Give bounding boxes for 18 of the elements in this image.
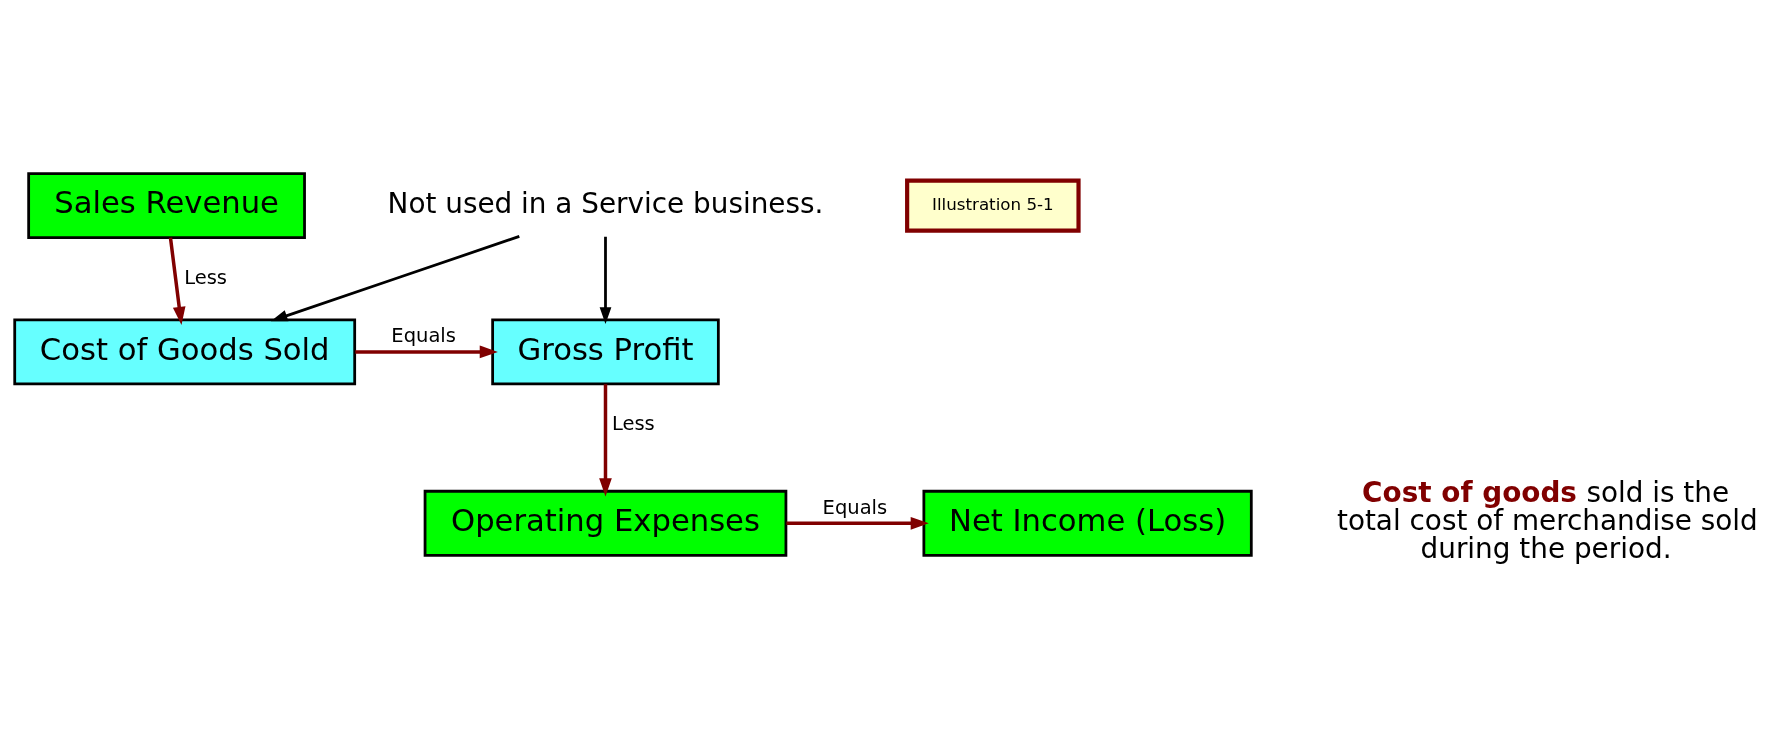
node-box: Operating Expenses [423, 489, 788, 557]
node-box: Gross Profit [491, 318, 720, 386]
edge-label: Less [184, 265, 228, 289]
edge-label: Equals [822, 495, 888, 519]
node-box: Net Income (Loss) [922, 489, 1253, 557]
arrow [786, 516, 929, 530]
node-box: Illustration 5-1 [905, 178, 1081, 233]
node-box: Sales Revenue [27, 172, 306, 240]
arrow [355, 345, 498, 359]
arrow [270, 235, 520, 322]
node-text: Not used in a Service business. [387, 186, 824, 220]
arrow [599, 236, 612, 325]
node-box: Cost of Goods Sold [13, 318, 357, 386]
edge-label: Equals [391, 324, 456, 348]
arrow [599, 384, 612, 497]
edge-label: Less [611, 412, 655, 436]
label: Cost of goods sold is the total cost of merchandise sold during the period. [1336, 476, 1758, 566]
arrow [168, 237, 186, 325]
